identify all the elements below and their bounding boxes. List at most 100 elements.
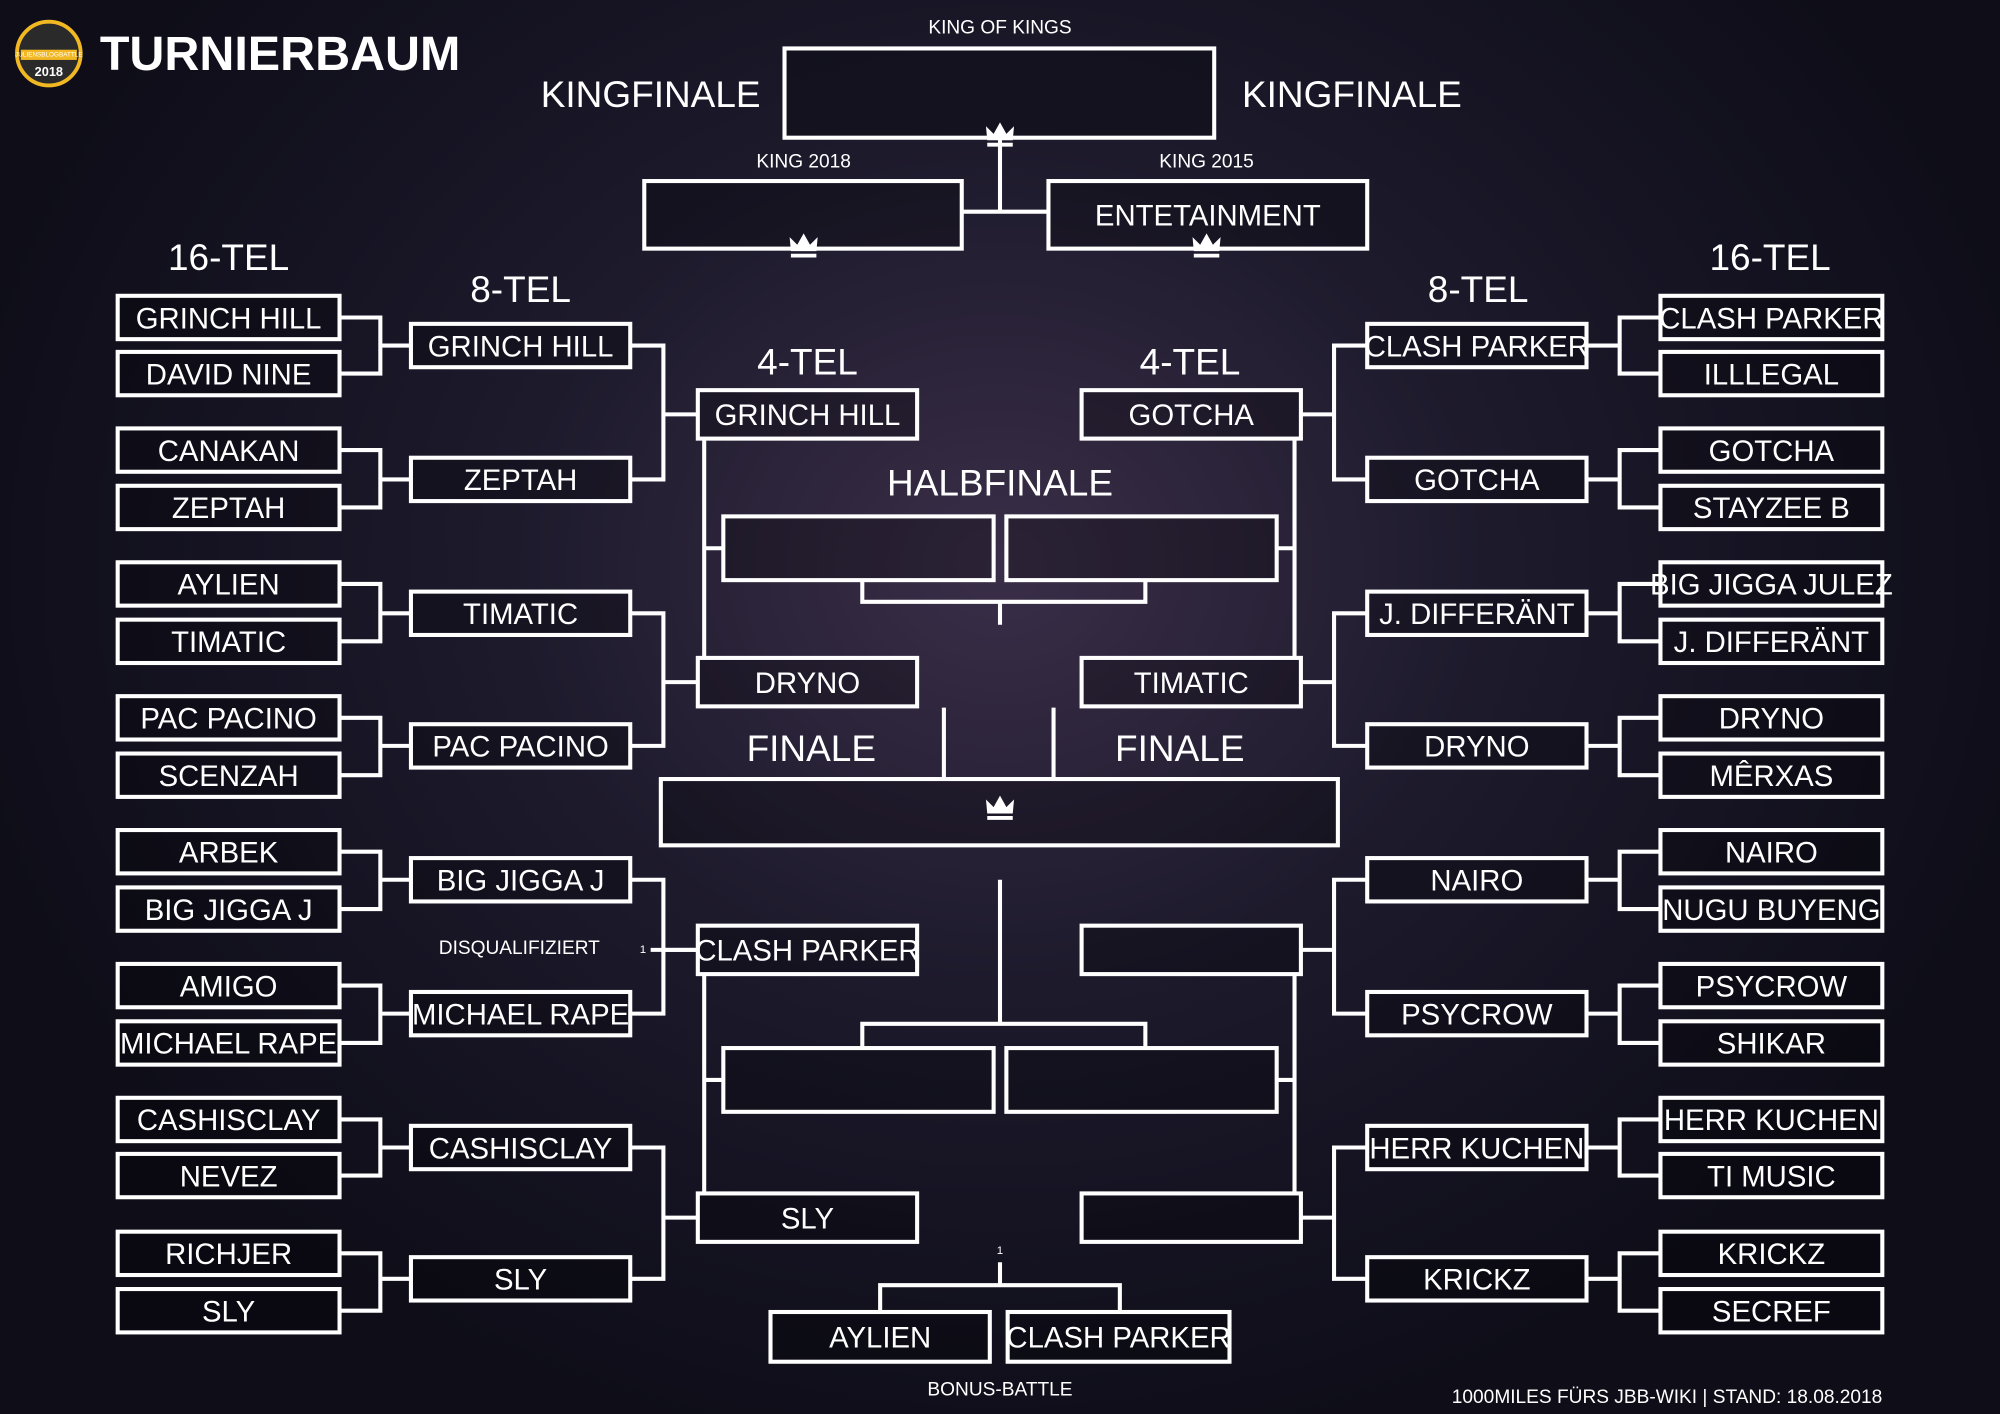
- right-16tel-slot[interactable]: MÊRXAS: [1658, 751, 1885, 799]
- kingfinale-slot-frame: [782, 46, 1217, 140]
- left-16tel-slot-frame: [115, 293, 342, 342]
- right-4tel-slot[interactable]: TIMATIC: [1079, 655, 1303, 709]
- bonus-battle-slot[interactable]: CLASH PARKER: [1005, 1309, 1232, 1364]
- right-8tel-slot[interactable]: CLASH PARKER: [1365, 321, 1589, 370]
- left-4tel-slot[interactable]: DRYNO: [695, 655, 920, 709]
- kingfinale-slot[interactable]: [782, 46, 1217, 140]
- right-16tel-slot[interactable]: SHIKAR: [1658, 1019, 1885, 1067]
- left-16tel-slot[interactable]: SLY: [115, 1287, 342, 1335]
- right-8tel-slot[interactable]: HERR KUCHEN: [1365, 1123, 1589, 1172]
- left-16tel-slot[interactable]: DAVID NINE: [115, 349, 342, 398]
- left-16tel-slot-label: TIMATIC: [171, 626, 286, 659]
- right-16tel-slot[interactable]: BIG JIGGA JULEZ: [1650, 560, 1893, 608]
- bracket-connector: [860, 580, 1148, 604]
- left-16tel-slot-frame: [115, 349, 342, 398]
- right-8tel-slot[interactable]: DRYNO: [1365, 722, 1589, 770]
- left-4tel-slot-label: DRYNO: [755, 667, 860, 700]
- left-4tel-slot[interactable]: GRINCH HILL: [695, 388, 920, 441]
- left-16tel-slot-label: AYLIEN: [178, 569, 280, 602]
- right-16tel-slot-label: STAYZEE B: [1693, 492, 1850, 525]
- right-4tel-slot[interactable]: [1079, 1191, 1303, 1244]
- bonus-battle-slot-frame: [1005, 1309, 1232, 1364]
- right-16tel-slot[interactable]: NAIRO: [1658, 827, 1885, 876]
- left-8tel-slot[interactable]: BIG JIGGA J: [408, 856, 633, 904]
- right-8tel-slot-frame: [1365, 1255, 1589, 1303]
- left-16tel-slot-label: SLY: [202, 1295, 255, 1328]
- right-16tel-slot[interactable]: KRICKZ: [1658, 1229, 1885, 1278]
- left-16tel-slot[interactable]: BIG JIGGA J: [115, 885, 342, 933]
- left-8tel-slot[interactable]: CASHISCLAY: [408, 1123, 633, 1172]
- halbfinale-top-right-slot[interactable]: [1004, 514, 1279, 583]
- left-16tel-slot-label: RICHJER: [165, 1238, 292, 1271]
- bracket-connector: [1617, 849, 1661, 912]
- right-4tel-slot-frame: [1079, 923, 1303, 977]
- right-16tel-slot[interactable]: TI MUSIC: [1658, 1151, 1885, 1200]
- left-16tel-slot[interactable]: MICHAEL RAPE: [115, 1019, 342, 1067]
- disq-footnote: 1: [640, 944, 646, 956]
- bracket-connector: [339, 1117, 383, 1178]
- left-8tel-slot[interactable]: ZEPTAH: [408, 455, 633, 504]
- bonus-battle-slot[interactable]: AYLIEN: [768, 1309, 992, 1364]
- right-16tel-slot[interactable]: CLASH PARKER: [1658, 293, 1885, 342]
- right-16tel-slot-label: J. DIFFERÄNT: [1674, 626, 1870, 659]
- left-8tel-slot[interactable]: PAC PACINO: [408, 722, 633, 770]
- right-16tel-slot-frame: [1658, 961, 1885, 1010]
- left-16tel-slot-frame: [115, 560, 342, 608]
- left-8tel-slot-label: PAC PACINO: [432, 731, 608, 764]
- left-8tel-slot[interactable]: SLY: [408, 1255, 633, 1303]
- left-16tel-slot[interactable]: RICHJER: [115, 1229, 342, 1278]
- left-16tel-slot[interactable]: AMIGO: [115, 961, 342, 1010]
- left-16tel-slot[interactable]: TIMATIC: [115, 617, 342, 666]
- right-8tel-slot[interactable]: J. DIFFERÄNT: [1365, 589, 1589, 638]
- label-disqualifiziert: DISQUALIFIZIERT: [439, 938, 600, 959]
- halbfinale-bottom-left-slot[interactable]: [721, 1046, 996, 1114]
- left-16tel-slot[interactable]: NEVEZ: [115, 1151, 342, 1200]
- left-16tel-slot-frame: [115, 1151, 342, 1200]
- right-16tel-slot[interactable]: SECREF: [1658, 1287, 1885, 1335]
- right-8tel-slot[interactable]: KRICKZ: [1365, 1255, 1589, 1303]
- right-8tel-slot-frame: [1365, 1123, 1589, 1172]
- right-16tel-slot-label: BIG JIGGA JULEZ: [1650, 569, 1893, 602]
- right-16tel-slot[interactable]: DRYNO: [1658, 694, 1885, 742]
- left-16tel-slot[interactable]: ZEPTAH: [115, 483, 342, 532]
- right-8tel-slot[interactable]: GOTCHA: [1365, 455, 1589, 504]
- left-8tel-slot[interactable]: TIMATIC: [408, 589, 633, 638]
- halbfinale-bottom-right-slot[interactable]: [1004, 1046, 1279, 1114]
- left-4tel-slot[interactable]: CLASH PARKER: [695, 923, 920, 977]
- left-16tel-slot[interactable]: GRINCH HILL: [115, 293, 342, 342]
- right-4tel-slot[interactable]: [1079, 923, 1303, 977]
- halbfinale-top-left-slot[interactable]: [721, 514, 996, 583]
- right-16tel-slot[interactable]: PSYCROW: [1658, 961, 1885, 1010]
- right-16tel-slot[interactable]: J. DIFFERÄNT: [1658, 617, 1885, 666]
- bonus-footnote: 1: [997, 1245, 1003, 1257]
- right-8tel-slot[interactable]: NAIRO: [1365, 856, 1589, 904]
- right-8tel-slot[interactable]: PSYCROW: [1365, 989, 1589, 1038]
- right-16tel-slot[interactable]: NUGU BUYENG: [1658, 885, 1885, 933]
- right-16tel-slot[interactable]: GOTCHA: [1658, 426, 1885, 474]
- king-2015-slot[interactable]: ENTETAINMENT: [1046, 179, 1370, 251]
- left-4tel-slot-frame: [695, 388, 920, 441]
- left-8tel-slot-frame: [408, 589, 633, 638]
- left-8tel-slot-label: CASHISCLAY: [429, 1132, 613, 1165]
- left-8tel-slot[interactable]: MICHAEL RAPE: [408, 989, 633, 1038]
- right-16tel-slot[interactable]: ILLLEGAL: [1658, 349, 1885, 398]
- left-16tel-slot-label: CASHISCLAY: [137, 1104, 321, 1137]
- right-16tel-slot[interactable]: HERR KUCHEN: [1658, 1095, 1885, 1144]
- left-16tel-slot-label: NEVEZ: [180, 1160, 278, 1193]
- left-8tel-slot-frame: [408, 989, 633, 1038]
- right-4tel-slot[interactable]: GOTCHA: [1079, 388, 1303, 441]
- left-16tel-slot-frame: [115, 1019, 342, 1067]
- left-16tel-slot[interactable]: ARBEK: [115, 827, 342, 876]
- right-8tel-slot-frame: [1365, 589, 1589, 638]
- left-16tel-slot[interactable]: SCENZAH: [115, 751, 342, 799]
- left-4tel-slot[interactable]: SLY: [695, 1191, 920, 1244]
- right-16tel-slot[interactable]: STAYZEE B: [1658, 483, 1885, 532]
- left-16tel-slot[interactable]: PAC PACINO: [115, 694, 342, 742]
- right-8tel-slot-frame: [1365, 455, 1589, 504]
- left-8tel-slot-label: MICHAEL RAPE: [412, 998, 629, 1031]
- left-16tel-slot[interactable]: AYLIEN: [115, 560, 342, 608]
- bracket-connector: [1332, 877, 1368, 1016]
- left-8tel-slot[interactable]: GRINCH HILL: [408, 321, 633, 370]
- left-16tel-slot[interactable]: CANAKAN: [115, 426, 342, 474]
- left-16tel-slot[interactable]: CASHISCLAY: [115, 1095, 342, 1144]
